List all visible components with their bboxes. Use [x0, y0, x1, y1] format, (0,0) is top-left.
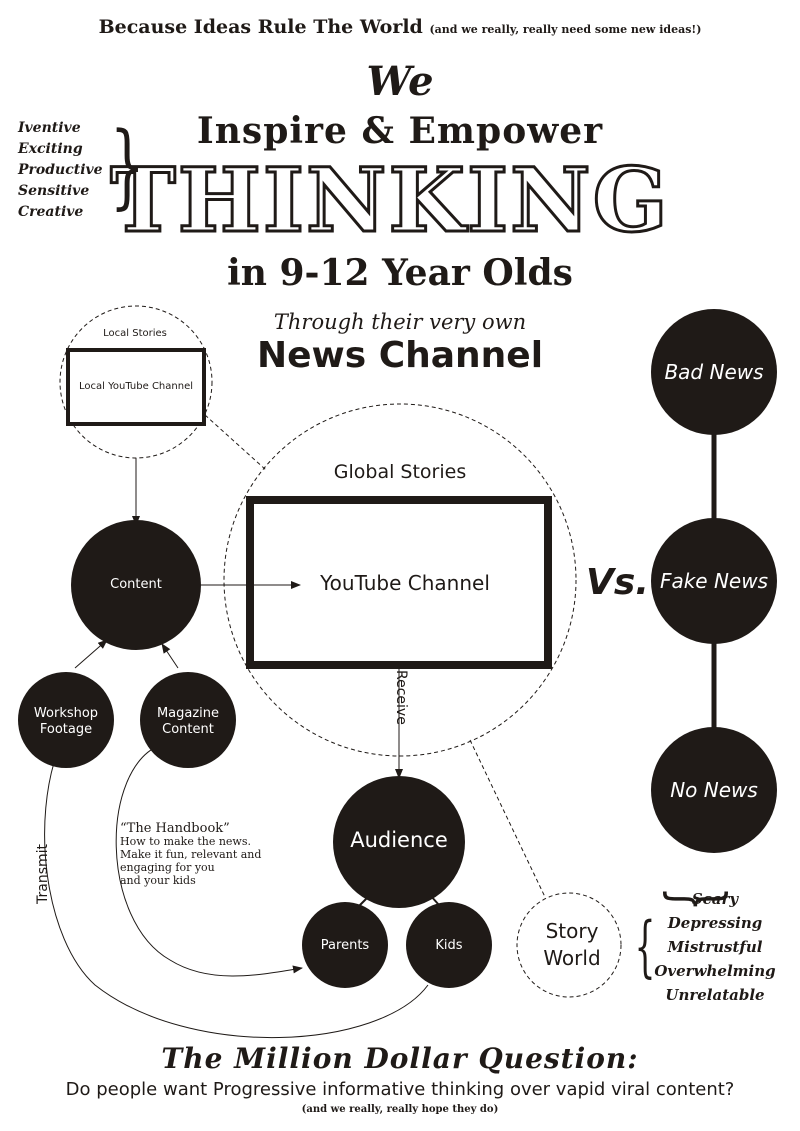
title-inspire: Inspire & Empower	[196, 110, 604, 152]
kids-circle	[406, 902, 492, 988]
workshop-label: Workshop Footage	[33, 706, 99, 737]
adjective-item: Productive	[18, 162, 103, 178]
connector-global-storyworld	[469, 739, 546, 898]
handbook-note: “The Handbook” How to make the news. Mak…	[120, 822, 290, 887]
parents-label: Parents	[320, 938, 370, 953]
adjective-item: Iventive	[18, 120, 81, 136]
tagline-note: (and we really, really need some new ide…	[429, 23, 702, 36]
story-world-circle	[516, 892, 622, 998]
connector-local-global	[204, 414, 267, 471]
arrow-handbook-parents	[115, 744, 303, 977]
negative-item: Mistrustful	[667, 938, 763, 956]
arrow-workshop-content	[74, 639, 108, 669]
kids-label: Kids	[435, 938, 463, 953]
no-news-circle	[651, 727, 777, 853]
audience-label: Audience	[350, 828, 448, 852]
local-youtube-label: Local YouTube Channel	[79, 381, 193, 392]
global-stories-label: Global Stories	[333, 461, 467, 483]
negative-item: Unrelatable	[665, 986, 765, 1004]
youtube-channel-label: YouTube Channel	[320, 571, 490, 595]
negative-item: Scary	[691, 890, 739, 908]
tagline-text: Because Ideas Rule The World	[98, 16, 423, 38]
bad-news-label: Bad News	[664, 360, 764, 384]
brace-right-icon: {	[634, 908, 656, 985]
handbook-line: engaging for you	[120, 861, 215, 874]
vs-label: Vs.	[586, 562, 649, 603]
arrow-transmit	[44, 744, 429, 1038]
transmit-label: Transmit	[35, 843, 51, 904]
question-text: Do people want Progressive informative t…	[65, 1079, 735, 1100]
parents-circle	[302, 902, 388, 988]
title-news-channel: News Channel	[256, 335, 544, 376]
title-we: We	[366, 58, 434, 105]
arrow-magazine-content	[161, 643, 179, 669]
local-youtube-box	[66, 348, 206, 426]
handbook-title: “The Handbook”	[120, 821, 230, 836]
handbook-line: Make it fun, relevant and	[120, 848, 262, 861]
adjective-list: Iventive Exciting Productive Sensitive C…	[18, 118, 128, 223]
magazine-circle	[140, 672, 236, 768]
receive-label: Receive	[393, 670, 409, 725]
fake-news-circle	[651, 518, 777, 644]
negative-item: Depressing	[667, 914, 763, 932]
header-tagline: Because Ideas Rule The World (and we rea…	[0, 16, 800, 38]
magazine-label: Magazine Content	[156, 706, 220, 737]
question-note: (and we really, really hope they do)	[301, 1104, 499, 1115]
handbook-line: and your kids	[120, 874, 196, 887]
content-circle	[71, 520, 201, 650]
content-label: Content	[110, 577, 162, 592]
brace-left-icon: }	[109, 112, 145, 219]
handbook-line: How to make the news.	[120, 835, 251, 848]
bad-news-circle	[651, 309, 777, 435]
title-thinking: THINKING	[109, 148, 670, 252]
adjective-item: Creative	[18, 204, 84, 220]
workshop-circle	[18, 672, 114, 768]
negative-list: Scary Depressing Mistrustful Overwhelmin…	[650, 887, 780, 1007]
no-news-label: No News	[670, 778, 758, 802]
title-age: in 9-12 Year Olds	[227, 252, 573, 294]
adjective-item: Exciting	[18, 141, 83, 157]
negative-item: Overwhelming	[654, 962, 776, 980]
title-through: Through their very own	[273, 310, 527, 334]
fake-news-label: Fake News	[659, 569, 769, 593]
story-world-label: Story World	[543, 919, 601, 970]
local-stories-label: Local Stories	[103, 328, 167, 339]
audience-circle	[333, 776, 465, 908]
global-stories-circle	[223, 403, 577, 757]
adjective-item: Sensitive	[18, 183, 90, 199]
question-title: The Million Dollar Question:	[161, 1042, 639, 1075]
